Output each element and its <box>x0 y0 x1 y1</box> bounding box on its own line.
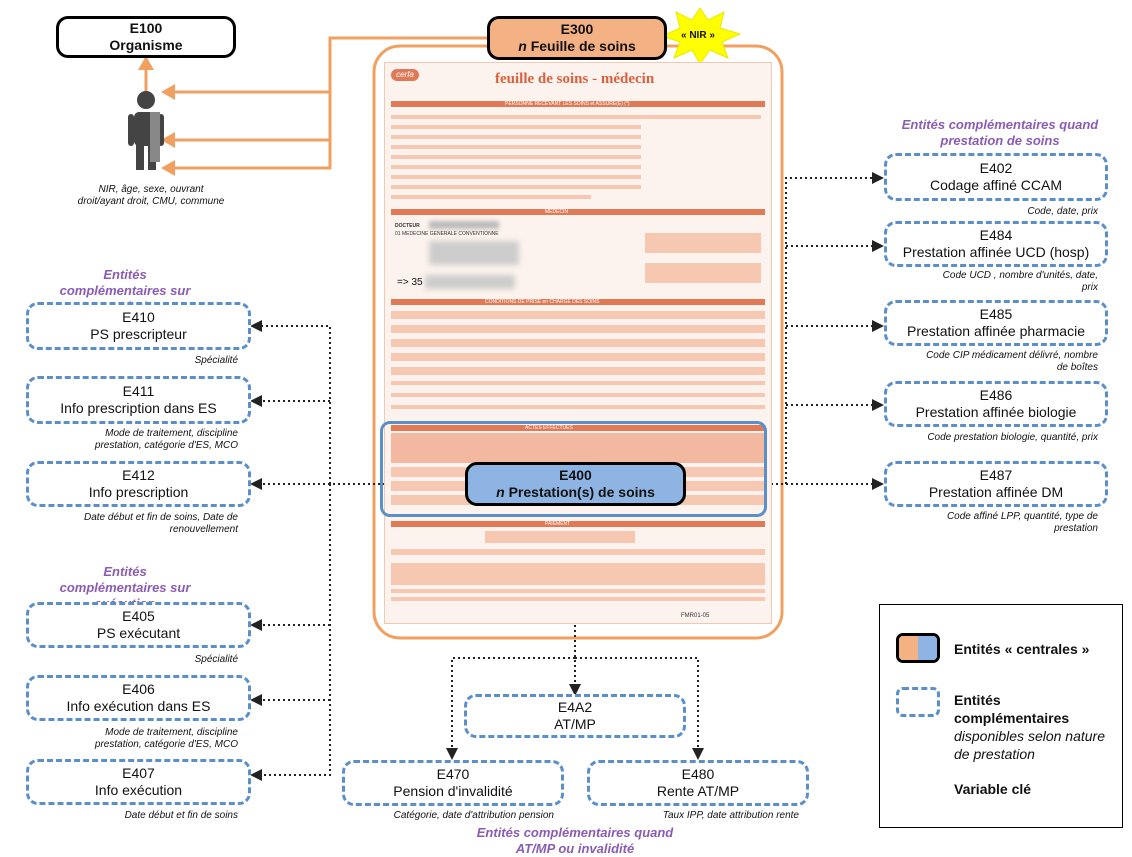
e407-box[interactable]: E407 Info exécution <box>26 759 251 805</box>
legend-complementary-label: Entités complémentaires <box>954 692 1070 726</box>
form-doctor-line: 01 MEDECINE GENERALE CONVENTIONNE <box>395 231 499 237</box>
e407-code: E407 <box>122 765 155 781</box>
e480-label: Rente AT/MP <box>656 783 740 799</box>
e470-box[interactable]: E470 Pension d'invalidité <box>342 760 564 806</box>
arrowhead <box>161 132 175 148</box>
e400-prefix: n <box>496 484 505 500</box>
e485-label: Prestation affinée pharmacie <box>907 323 1085 339</box>
form-section-conditions: CONDITIONS DE PRISE en CHARGE DES SOINS <box>485 299 600 305</box>
e470-label: Pension d'invalidité <box>393 783 513 799</box>
e4a2-code: E4A2 <box>557 699 593 715</box>
person-icon <box>128 91 164 170</box>
e484-label: Prestation affinée UCD (hosp) <box>902 244 1090 260</box>
e485-box[interactable]: E485 Prestation affinée pharmacie <box>884 300 1108 346</box>
e484-caption: Code UCD , nombre d'unités, date, prix <box>942 270 1098 293</box>
legend-complementary-note: disponibles selon nature de prestation <box>954 728 1105 762</box>
e407-caption: Date début et fin de soins <box>124 810 238 821</box>
legend-complementary-swatch <box>896 687 940 717</box>
e411-box[interactable]: E411 Info prescription dans ES <box>26 376 251 424</box>
e406-code: E406 <box>122 681 155 697</box>
e400-code: E400 <box>559 467 592 483</box>
nir-badge: « NIR » <box>681 30 715 41</box>
e4a2-box[interactable]: E4A2 AT/MP <box>464 694 686 738</box>
e412-caption: Date début et fin de soins, Date de reno… <box>84 512 238 535</box>
form-doctor-label: DOCTEUR <box>395 223 420 229</box>
e402-label: Codage affiné CCAM <box>929 177 1063 193</box>
actes-frame <box>380 421 767 517</box>
arrowhead <box>138 56 154 70</box>
e484-code: E484 <box>979 227 1013 243</box>
link-e300-person <box>173 92 332 170</box>
e410-code: E410 <box>122 309 155 325</box>
legend-central-label: Entités « centrales » <box>954 641 1090 657</box>
e402-box[interactable]: E402 Codage affiné CCAM <box>884 153 1108 201</box>
e486-box[interactable]: E486 Prestation affinée biologie <box>884 381 1108 427</box>
cerfa-logo: cerfa <box>391 69 419 81</box>
e480-box[interactable]: E480 Rente AT/MP <box>587 760 809 806</box>
person-caption: NIR, âge, sexe, ouvrant droit/ayant droi… <box>77 184 225 207</box>
e410-box[interactable]: E410 PS prescripteur <box>26 302 251 350</box>
e406-caption: Mode de traitement, discipline prestatio… <box>94 727 238 750</box>
e300-prefix: n <box>518 38 527 54</box>
e100-code: E100 <box>129 20 163 36</box>
e400-prestation-box[interactable]: E400 n Prestation(s) de soins <box>465 462 686 506</box>
e487-caption: Code affiné LPP, quantité, type de prest… <box>946 511 1098 534</box>
form-section-paiement: PAIEMENT <box>545 521 571 527</box>
e485-code: E485 <box>979 306 1013 322</box>
e405-box[interactable]: E405 PS exécutant <box>26 602 251 648</box>
e402-caption: Code, date, prix <box>1027 206 1098 217</box>
form-footer-code: FMR01-05 <box>681 613 710 619</box>
e400-label: Prestation(s) de soins <box>508 484 655 500</box>
e470-code: E470 <box>436 766 470 782</box>
e405-label: PS exécutant <box>96 625 181 641</box>
e4a2-label: AT/MP <box>554 716 596 732</box>
e405-code: E405 <box>122 608 155 624</box>
e487-box[interactable]: E487 Prestation affinée DM <box>884 461 1108 507</box>
form-section-person: PERSONNE RECEVANT LES SOINS et ASSURE(E)… <box>505 101 630 107</box>
e100-organisme-box[interactable]: E100 Organisme <box>56 16 236 58</box>
arrowhead <box>161 160 175 176</box>
e487-code: E487 <box>979 467 1013 483</box>
e405-caption: Spécialité <box>194 654 238 665</box>
e484-box[interactable]: E484 Prestation affinée UCD (hosp) <box>884 221 1108 267</box>
link-e300-organisme <box>173 36 487 94</box>
e300-code: E300 <box>560 21 594 37</box>
form-section-doctor: MÉDECIN <box>545 209 569 215</box>
form-title: feuille de soins - médecin <box>495 71 655 87</box>
e487-label: Prestation affinée DM <box>928 484 1064 500</box>
e407-label: Info exécution <box>94 782 183 798</box>
legend-key-label: Variable clé <box>954 781 1032 797</box>
e410-label: PS prescripteur <box>90 326 187 342</box>
e411-code: E411 <box>122 383 155 399</box>
e300-feuille-box[interactable]: E300 n Feuille de soins <box>487 16 667 60</box>
e412-code: E412 <box>122 467 155 483</box>
form-section-actes: ACTES EFFECTUES <box>525 425 573 431</box>
e100-label: Organisme <box>109 37 183 53</box>
prestation-header: Entités complémentaires quand prestation… <box>901 117 1099 148</box>
e406-box[interactable]: E406 Info exécution dans ES <box>26 675 251 721</box>
e480-caption: Taux IPP, date attribution rente <box>662 810 799 821</box>
e486-label: Prestation affinée biologie <box>915 404 1077 420</box>
form-arrow-code: => 35 <box>397 277 423 288</box>
e402-code: E402 <box>979 160 1013 176</box>
e486-caption: Code prestation biologie, quantité, prix <box>927 432 1098 443</box>
arrowhead <box>161 84 175 100</box>
e412-box[interactable]: E412 Info prescription <box>26 461 251 507</box>
e412-label: Info prescription <box>88 484 189 500</box>
feuille-de-soins-form: cerfa feuille de soins - médecin PERSONN… <box>384 62 772 624</box>
e300-label: Feuille de soins <box>530 38 636 54</box>
e411-caption: Mode de traitement, discipline prestatio… <box>94 428 238 451</box>
e411-label: Info prescription dans ES <box>60 400 217 416</box>
e470-caption: Catégorie, date d'attribution pension <box>393 810 554 821</box>
atmp-header: Entités complémentaires quand AT/MP ou i… <box>476 825 674 856</box>
e480-code: E480 <box>681 766 715 782</box>
e410-caption: Spécialité <box>194 355 238 366</box>
legend-panel: Entités « centrales » Entités complément… <box>879 604 1123 828</box>
e486-code: E486 <box>979 387 1013 403</box>
legend-central-swatch <box>896 633 940 663</box>
e485-caption: Code CIP médicament délivré, nombre de b… <box>926 350 1098 373</box>
e406-label: Info exécution dans ES <box>66 698 211 714</box>
